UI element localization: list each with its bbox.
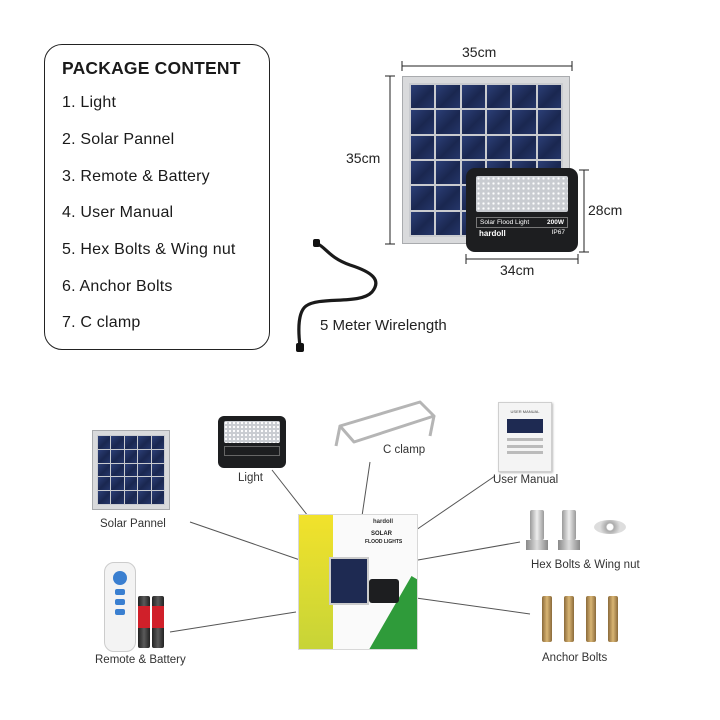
dim-panel-height: 35cm bbox=[346, 150, 381, 166]
remote-image bbox=[104, 562, 136, 652]
flood-light-image: Solar Flood Light 200W hardoll IP67 bbox=[466, 168, 578, 252]
box-panel-art bbox=[329, 557, 369, 605]
box-brand: hardoll bbox=[373, 519, 394, 525]
box-light-art bbox=[369, 579, 399, 603]
package-item-c-clamp: 7. C clamp bbox=[62, 314, 141, 331]
caption-user-manual: User Manual bbox=[493, 474, 559, 486]
user-manual-image: USER MANUAL bbox=[498, 402, 552, 472]
small-flood-plate bbox=[224, 446, 280, 456]
anchor-bolts-image bbox=[540, 596, 624, 646]
box-yellow-band bbox=[299, 515, 333, 649]
dim-light-width: 34cm bbox=[500, 262, 535, 278]
small-solar-cells bbox=[97, 435, 165, 505]
manual-panel-thumb bbox=[507, 419, 543, 433]
manual-doc-title: USER MANUAL bbox=[510, 409, 540, 414]
wire-length-label: 5 Meter Wirelength bbox=[320, 317, 447, 334]
caption-c-clamp: C clamp bbox=[383, 444, 426, 456]
caption-anchor-bolts: Anchor Bolts bbox=[542, 652, 608, 664]
package-item-remote-battery: 3. Remote & Battery bbox=[62, 168, 210, 185]
caption-remote-battery: Remote & Battery bbox=[95, 654, 186, 666]
package-item-solar-panel: 2. Solar Pannel bbox=[62, 131, 175, 148]
led-array bbox=[476, 176, 568, 212]
caption-hex-bolts: Hex Bolts & Wing nut bbox=[531, 559, 640, 571]
product-box-image: hardoll SOLAR FLOOD LIGHTS bbox=[298, 514, 418, 650]
small-led-array bbox=[224, 421, 280, 443]
package-item-light: 1. Light bbox=[62, 94, 117, 111]
battery-image-1 bbox=[138, 596, 150, 648]
flood-light-brand: hardoll bbox=[479, 229, 506, 238]
dim-light-height: 28cm bbox=[588, 202, 623, 218]
package-item-anchor-bolts: 6. Anchor Bolts bbox=[62, 278, 173, 295]
battery-image-2 bbox=[152, 596, 164, 648]
box-title-line1: SOLAR bbox=[371, 531, 392, 537]
package-content-title: PACKAGE CONTENT bbox=[62, 58, 241, 78]
caption-light: Light bbox=[238, 472, 263, 484]
package-content-card bbox=[44, 44, 270, 350]
package-item-user-manual: 4. User Manual bbox=[62, 204, 174, 221]
hex-bolts-image bbox=[526, 508, 638, 556]
flood-light-label: Solar Flood Light bbox=[480, 219, 530, 226]
flood-light-rating: IP67 bbox=[551, 229, 565, 236]
small-flood-light-image bbox=[218, 416, 286, 468]
flood-light-plate: Solar Flood Light 200W bbox=[476, 217, 568, 228]
caption-solar-panel: Solar Pannel bbox=[100, 518, 166, 530]
dim-panel-width: 35cm bbox=[462, 44, 497, 60]
flood-light-footer: hardoll IP67 bbox=[476, 228, 568, 239]
box-title-line2: FLOOD LIGHTS bbox=[365, 539, 403, 545]
flood-light-wattage: 200W bbox=[547, 219, 564, 226]
small-solar-panel-image bbox=[92, 430, 170, 510]
package-item-hex-bolts: 5. Hex Bolts & Wing nut bbox=[62, 241, 236, 258]
